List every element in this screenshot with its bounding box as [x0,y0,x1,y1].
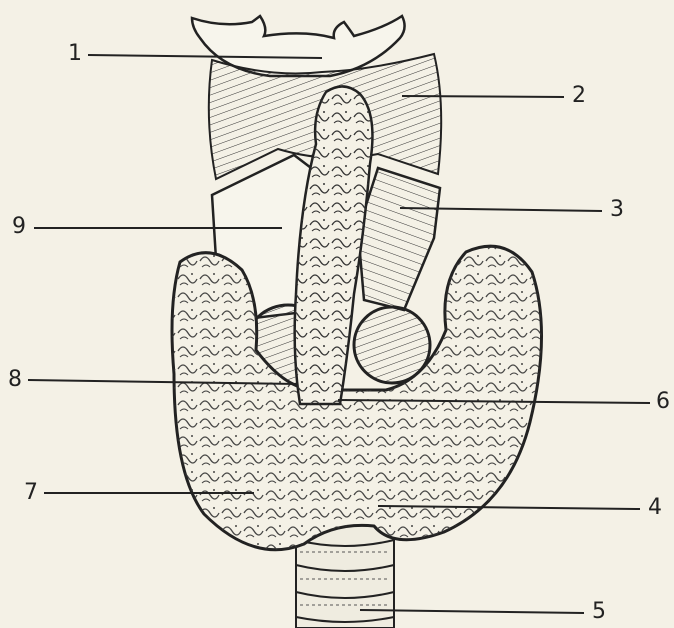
label-5: 5 [592,601,606,623]
label-8: 8 [8,369,22,391]
label-3: 3 [610,199,624,221]
leader-line-2 [402,96,564,97]
label-7: 7 [24,482,38,504]
label-1: 1 [68,43,82,65]
thyroid-cartilage-right [358,168,440,310]
label-9: 9 [12,216,26,238]
label-4: 4 [648,497,662,519]
label-2: 2 [572,85,586,107]
label-6: 6 [656,391,670,413]
